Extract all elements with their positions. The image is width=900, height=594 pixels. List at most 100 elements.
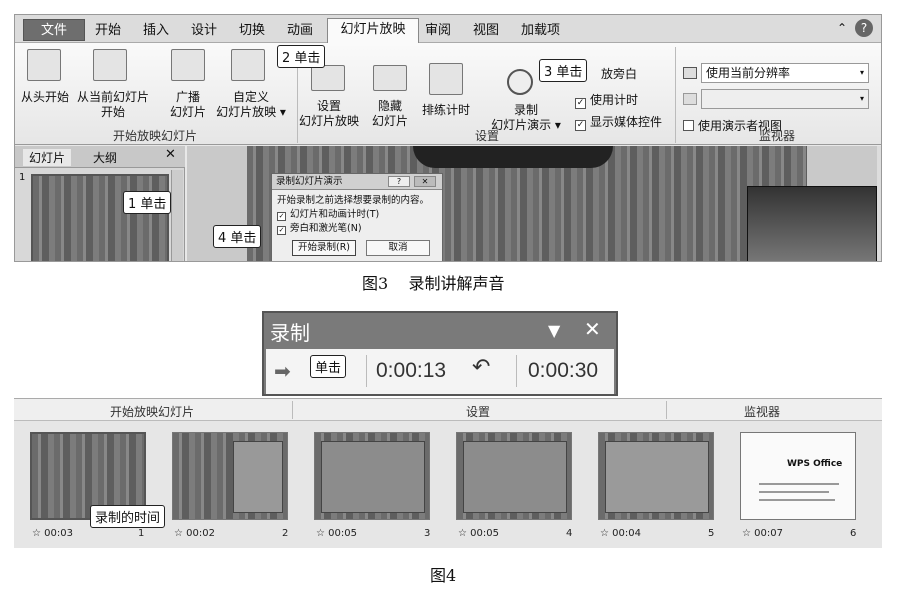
dialog-prompt: 开始录制之前选择想要录制的内容。 (277, 195, 430, 206)
show-on-select[interactable]: ▾ (701, 89, 869, 109)
custom-label-1: 自定义 (232, 90, 269, 104)
dropdown-triangle-icon: ▾ (859, 94, 864, 103)
broadcast-label-1: 广播 (175, 90, 200, 104)
star-icon: ☆ (174, 528, 183, 539)
setup-label-1: 设置 (316, 99, 341, 113)
strip-group-start: 开始放映幻灯片 (110, 405, 195, 419)
tab-insert[interactable]: 插入 (143, 23, 170, 38)
thumb-6-time-value: 00:07 (754, 528, 783, 539)
broadcast-label-2: 幻灯片 (169, 105, 206, 119)
help-icon[interactable]: ? (855, 19, 873, 37)
thumb-4-number: 4 (566, 528, 573, 539)
tab-addins[interactable]: 加载项 (521, 23, 561, 38)
from-start-button[interactable]: 从头开始 (15, 90, 75, 105)
callout-step-2: 2 单击 (277, 45, 326, 68)
figure-4-caption: 图4 (430, 566, 457, 585)
strip-group-monitor: 监视器 (744, 405, 781, 419)
tab-view[interactable]: 视图 (473, 23, 500, 38)
thumb-1-time-value: 00:03 (44, 528, 73, 539)
setup-label-2: 幻灯片放映 (298, 114, 359, 128)
arrow-right-icon[interactable]: ➡ (274, 359, 291, 383)
canvas-scrollbar[interactable] (877, 146, 881, 261)
option-narration[interactable]: ✓ 旁白和激光笔(N) (277, 222, 362, 235)
dialog-titlebar: 录制幻灯片演示 ? ✕ (272, 174, 442, 190)
slide-thumb-6[interactable]: WPS Office (740, 432, 856, 520)
collapse-ribbon-icon[interactable]: ⌃ (837, 21, 848, 35)
narration-checkbox-label: 放旁白 (601, 67, 638, 81)
projector-play-icon (27, 49, 61, 81)
group-label-monitor: 监视器 (758, 129, 795, 143)
figure-3-title: 录制讲解声音 (408, 274, 505, 293)
thumb-2-number: 2 (282, 528, 289, 539)
slide-thumb-3[interactable] (314, 432, 430, 520)
tab-home[interactable]: 开始 (95, 23, 122, 38)
help-icon[interactable]: ? (388, 176, 410, 187)
projector-current-icon (93, 49, 127, 81)
star-icon: ☆ (316, 528, 325, 539)
star-icon: ☆ (458, 528, 467, 539)
checkbox-icon: ✓ (277, 226, 286, 235)
ribbon-tab-bar: 文件 开始 插入 设计 切换 动画 幻灯片放映 审阅 视图 加载项 ⌃ ? (15, 15, 881, 44)
close-icon[interactable]: ✕ (165, 147, 176, 162)
resolution-select[interactable]: 使用当前分辨率▾ (701, 63, 869, 83)
recording-toolbar: 录制 ▼ ✕ ➡ 0:00:13 ↶ 0:00:30 单击 (262, 311, 618, 396)
dropdown-triangle-icon[interactable]: ▼ (548, 321, 561, 340)
hide-slide-icon (373, 65, 407, 91)
monitor-icon (683, 67, 697, 79)
pane-scrollbar[interactable] (171, 170, 183, 261)
tab-outline[interactable]: 大纲 (93, 151, 118, 165)
tab-review[interactable]: 审阅 (425, 23, 452, 38)
slide-number: 1 (19, 172, 26, 183)
slide-thumb-4[interactable] (456, 432, 572, 520)
thumb-3-time: ☆ 00:05 (316, 528, 357, 539)
slide-thumbnail[interactable] (31, 174, 169, 261)
option-timings[interactable]: ✓幻灯片和动画计时(T) (277, 208, 379, 221)
slide-thumb-5[interactable] (598, 432, 714, 520)
setup-show-button[interactable]: 设置幻灯片放映 (295, 99, 363, 129)
thumb-panel (605, 441, 709, 513)
recording-title: 录制 (270, 321, 310, 345)
setup-show-icon (311, 65, 345, 91)
cancel-button[interactable]: 取消 (366, 240, 430, 256)
figure-3-number: 图3 (362, 274, 389, 293)
ribbon-panel: 从头开始 从当前幻灯片开始 广播幻灯片 自定义幻灯片放映 ▾ 开始放映幻灯片 设… (15, 43, 881, 145)
slide-time: 0:00:13 (376, 359, 447, 382)
slide-thumb-2[interactable] (172, 432, 288, 520)
tab-slides[interactable]: 幻灯片 (23, 149, 72, 166)
hide-slide-button[interactable]: 隐藏幻灯片 (365, 99, 415, 129)
tab-slideshow[interactable]: 幻灯片放映 (327, 18, 419, 44)
start-recording-button[interactable]: 开始录制(R) (292, 240, 356, 256)
thumb-panel (233, 441, 283, 513)
tab-design[interactable]: 设计 (191, 23, 218, 38)
callout-next-click: 单击 (310, 355, 347, 378)
slide-top-decoration (413, 146, 613, 168)
thumb-6-time: ☆ 00:07 (742, 528, 783, 539)
ribbon-screenshot: 文件 开始 插入 设计 切换 动画 幻灯片放映 审阅 视图 加载项 ⌃ ? 从头… (14, 14, 882, 262)
divider (366, 355, 367, 387)
thumb-1-time: ☆ 00:03 (32, 528, 73, 539)
show-media-checkbox[interactable]: ✓显示媒体控件 (575, 113, 662, 131)
broadcast-icon (171, 49, 205, 81)
strip-group-setup: 设置 (466, 405, 491, 419)
option-narration-label: 旁白和激光笔(N) (290, 223, 362, 234)
tab-file[interactable]: 文件 (23, 19, 85, 41)
star-icon: ☆ (742, 528, 751, 539)
broadcast-button[interactable]: 广播幻灯片 (165, 90, 211, 120)
close-icon[interactable]: ✕ (584, 317, 601, 341)
record-slideshow-button[interactable]: 录制幻灯片演示 ▾ (485, 103, 567, 133)
record-label-1: 录制 (513, 103, 538, 117)
presenter-view-checkbox[interactable]: 使用演示者视图 (683, 117, 782, 134)
undo-icon[interactable]: ↶ (472, 355, 491, 380)
thumb-4-time-value: 00:05 (470, 528, 499, 539)
close-icon[interactable]: ✕ (414, 176, 436, 187)
use-timings-checkbox[interactable]: ✓使用计时 (575, 91, 638, 109)
from-current-button[interactable]: 从当前幻灯片开始 (73, 90, 153, 120)
tab-transitions[interactable]: 切换 (239, 23, 266, 38)
tab-animations[interactable]: 动画 (287, 23, 314, 38)
custom-show-button[interactable]: 自定义幻灯片放映 ▾ (213, 90, 289, 120)
rehearse-timer-icon (429, 63, 463, 95)
wps-logo-text: WPS Office (787, 459, 843, 469)
rehearse-timings-button[interactable]: 排练计时 (417, 103, 475, 118)
from-current-label-2: 开始 (100, 105, 125, 119)
checkbox-icon: ✓ (575, 98, 586, 109)
